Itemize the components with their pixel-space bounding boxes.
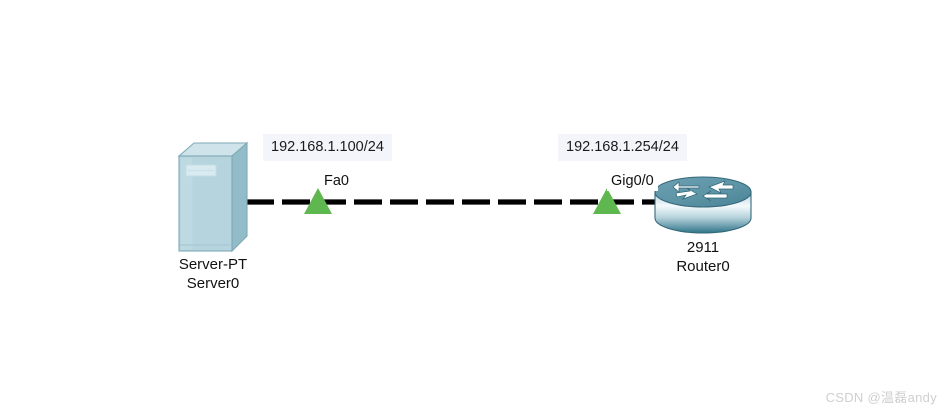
device-name-label-router0: Router0 <box>676 258 730 275</box>
ip-label-server0: 192.168.1.100/24 <box>263 134 392 161</box>
device-model-label-server0: Server-PT <box>178 256 248 273</box>
device-name-label-server0: Server0 <box>186 275 240 292</box>
port-label-gig00: Gig0/0 <box>607 171 658 191</box>
router-icon[interactable] <box>653 172 753 238</box>
device-model-label-router0: 2911 <box>686 239 720 256</box>
port-status-triangle-gig00[interactable] <box>592 187 622 215</box>
network-link-dashed[interactable] <box>246 199 656 205</box>
device-caption-server0: Server-PT Server0 <box>153 255 273 293</box>
ip-label-router0: 192.168.1.254/24 <box>558 134 687 161</box>
device-caption-router0: 2911 Router0 <box>643 238 763 276</box>
watermark-text: CSDN @温磊andy <box>825 390 937 405</box>
server-icon[interactable] <box>177 141 249 253</box>
port-label-fa0: Fa0 <box>320 171 353 191</box>
port-status-triangle-fa0[interactable] <box>303 187 333 215</box>
